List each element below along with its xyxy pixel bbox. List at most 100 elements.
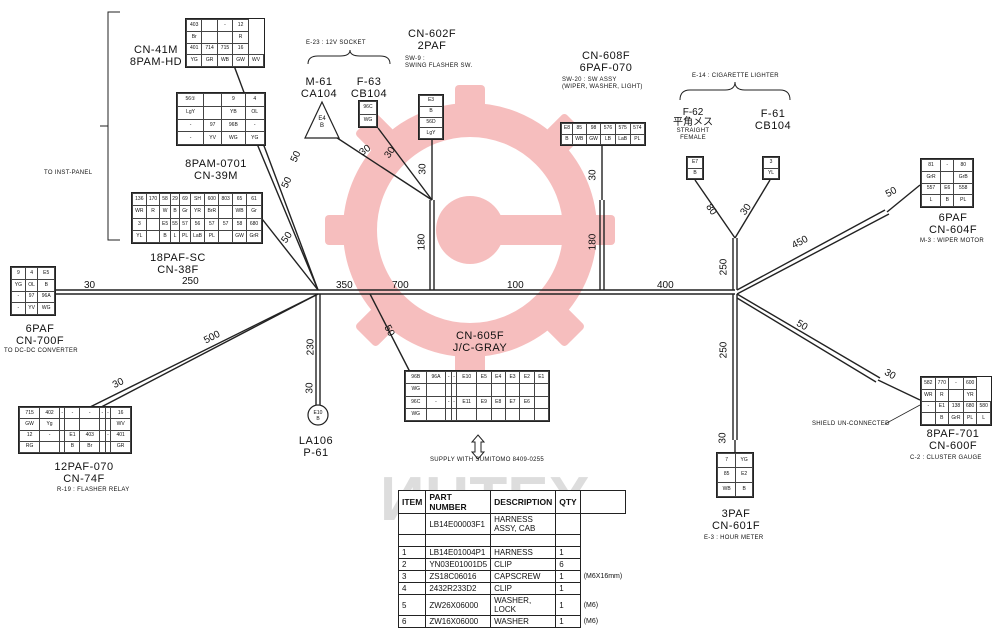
connector-pin: 85 [716, 467, 737, 483]
connector-row: E7 [687, 157, 703, 169]
connector-pin: E10 [456, 370, 478, 385]
connector-pin: 582 [921, 377, 936, 390]
connector-pin: YL [763, 167, 779, 179]
connector-pin [490, 407, 506, 422]
parts-cell: CLIP [490, 582, 557, 595]
connector-pin: B [735, 481, 753, 498]
connector-pin: E3 [419, 95, 443, 107]
connector-pin: 65 [232, 192, 248, 207]
to-inst-label: TO INST-PANEL [44, 170, 93, 176]
connector-pin: 138 [948, 400, 964, 414]
connector-pin: LaB [614, 133, 631, 145]
parts-cell: LB14E00003F1 [425, 513, 492, 535]
connector-pin [456, 407, 478, 422]
connector-pin: WB [216, 54, 234, 67]
connector-pin [39, 440, 60, 454]
sw20-label: SW-20 : SW ASSY(WIPER, WASHER, LIGHT) [562, 77, 643, 90]
parts-header-cell: ITEM [397, 490, 427, 514]
connector-pin: PL [953, 194, 973, 207]
connector-pin [940, 170, 955, 184]
connector-pin: R [934, 388, 950, 402]
connector-pin: YL [132, 229, 147, 244]
connector-row: B [687, 167, 703, 179]
len-label: 350 [336, 280, 353, 291]
connector-pin: WG [37, 302, 55, 315]
connector-pin: LgY [419, 127, 443, 139]
connector-pin: - [176, 118, 205, 133]
connector-pin: E2 [735, 467, 753, 483]
connector-row: WG [405, 383, 550, 397]
parts-cell: HARNESS ASSY, CAB [490, 513, 557, 535]
connector-pin: WG [405, 407, 427, 422]
connector-pin [216, 30, 234, 44]
connector-pin: 12 [18, 429, 41, 442]
connector-pin: 16 [232, 42, 249, 56]
connector-row: YL [763, 167, 779, 179]
connector-pin: 58 [159, 192, 171, 207]
connector-pin: 403 [79, 429, 101, 442]
connector-pin: 97 [24, 290, 39, 304]
connector-pin [519, 383, 535, 397]
connector-pin: 715 [216, 42, 234, 56]
connector-pin: 770 [934, 377, 950, 390]
connector-pin: 97 [203, 118, 223, 133]
connector-pin: - [176, 131, 205, 145]
connector-pin: 12 [232, 19, 249, 32]
connector-pin: E1 [934, 400, 950, 414]
connector-pin: R [232, 30, 249, 44]
connector-pin: GW [585, 133, 602, 145]
connector-pin [203, 105, 223, 120]
connector-pin: WR [132, 205, 147, 219]
connector-pin: - [948, 377, 964, 390]
parts-cell: 2 [397, 558, 427, 571]
len-label: 250 [182, 276, 199, 287]
len-label: 180 [587, 233, 599, 251]
parts-cell: LB14E01004P1 [425, 546, 492, 559]
parts-cell [580, 514, 625, 535]
connector-pin [921, 412, 936, 425]
connector-pin [476, 383, 492, 397]
connector-pin: E5 [37, 267, 55, 280]
connector-pin: 714 [201, 42, 218, 56]
connector-pin [450, 407, 458, 422]
connector-pin: E4 [490, 370, 506, 385]
connector-pin: 98 [585, 123, 602, 135]
len-label: 100 [507, 280, 524, 291]
connector-pin: GrR [246, 229, 262, 244]
len-label: 30 [304, 382, 316, 394]
shield-label: SHIELD UN-CONNECTED [812, 421, 890, 427]
e23-label: E-23 : 12V SOCKET [306, 40, 366, 46]
connector-pin: E7 [687, 157, 703, 169]
connector-pin: YR [962, 388, 978, 402]
connector-pin [456, 383, 478, 397]
connector-pin: YG [735, 452, 753, 469]
len-label: 230 [305, 338, 317, 356]
connector-pin: Br [185, 30, 203, 44]
connector-pin: E6 [519, 395, 535, 409]
